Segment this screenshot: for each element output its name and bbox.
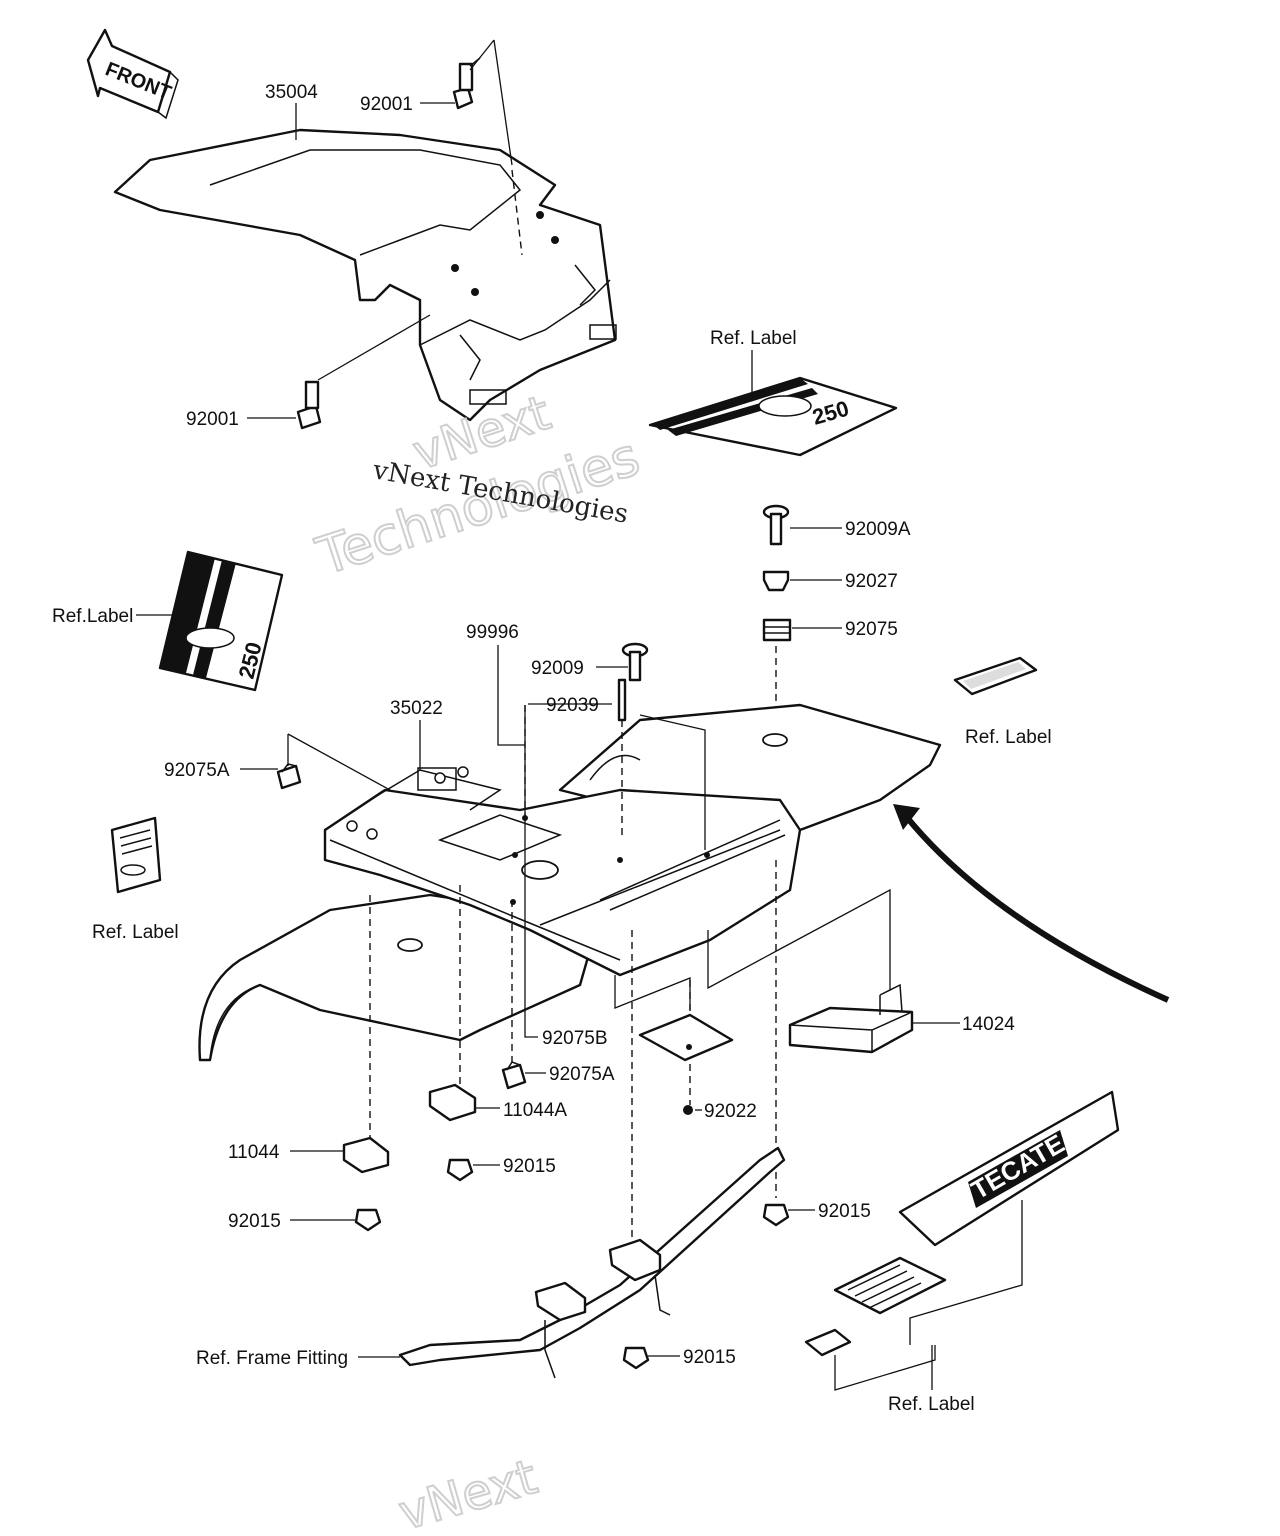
bracket-11044-icon <box>342 1136 390 1174</box>
label-92039: 92039 <box>546 695 599 716</box>
label-92022: 92022 <box>704 1101 757 1122</box>
label-92075B: 92075B <box>542 1028 608 1049</box>
label-92001-left: 92001 <box>186 409 239 430</box>
label-35004: 35004 <box>265 82 318 103</box>
decal-250-left-icon: 250 <box>158 550 284 692</box>
label-92015-a: 92015 <box>503 1156 556 1177</box>
bolt-92009A-icon <box>762 504 790 546</box>
label-ref-label-bottom: Ref. Label <box>888 1394 975 1415</box>
label-92015-b: 92015 <box>228 1211 281 1232</box>
nut-92015-d-icon <box>622 1346 650 1370</box>
bolt-92009-icon <box>621 642 649 682</box>
box-14024 <box>788 983 914 1054</box>
collar-92027-icon <box>762 570 790 592</box>
grommet-92075-icon <box>762 618 792 642</box>
nut-92015-b-icon <box>354 1208 382 1232</box>
nut-92015-a-icon <box>446 1158 474 1182</box>
watermark-bottom: vNext <box>393 1449 543 1536</box>
decal-250-top-icon: 250 <box>648 376 898 457</box>
curved-arrow-icon <box>893 804 1170 1003</box>
label-ref-label-left-decal: Ref.Label <box>52 606 133 627</box>
label-92075: 92075 <box>845 619 898 640</box>
label-11044: 11044 <box>228 1142 280 1163</box>
bolt-92001-top-icon <box>452 57 481 110</box>
label-92075A-bottom: 92075A <box>549 1064 615 1085</box>
label-92075A-top: 92075A <box>164 760 230 781</box>
plate-92022-icon <box>638 1013 734 1062</box>
clip-nut-92075A-top-icon <box>276 763 302 790</box>
pin-92039-icon <box>617 678 627 722</box>
label-35022: 35022 <box>390 698 443 719</box>
label-ref-label-left: Ref. Label <box>92 922 179 943</box>
label-14024: 14024 <box>962 1014 1015 1035</box>
label-92015-d: 92015 <box>683 1347 736 1368</box>
label-99996: 99996 <box>466 622 519 643</box>
decal-tecate-icon: TECATE <box>898 1090 1120 1247</box>
front-arrow-icon: FRONT <box>86 28 179 120</box>
rear-fender-35022 <box>198 703 942 1062</box>
label-92015-c: 92015 <box>818 1201 871 1222</box>
ref-label-right-icon <box>953 656 1038 696</box>
nut-92015-c-icon <box>762 1203 790 1227</box>
label-92001-top: 92001 <box>360 94 413 115</box>
frame-fitting-icon <box>398 1146 786 1379</box>
ref-label-info-card-icon <box>833 1256 947 1315</box>
label-ref-frame-fitting: Ref. Frame Fitting <box>196 1348 348 1369</box>
front-fender-35004 <box>113 128 617 422</box>
clip-nut-92075A-bottom-icon <box>501 1061 527 1090</box>
label-92027: 92027 <box>845 571 898 592</box>
label-ref-label-right: Ref. Label <box>965 727 1052 748</box>
ref-label-small-tag-icon <box>804 1328 852 1357</box>
label-ref-label-top-right: Ref. Label <box>710 328 797 349</box>
label-11044A: 11044A <box>503 1100 567 1121</box>
label-92009A: 92009A <box>845 519 911 540</box>
label-92009: 92009 <box>531 658 584 679</box>
bracket-11044A-icon <box>428 1083 477 1122</box>
ref-label-left-icon <box>110 816 162 894</box>
bolt-92001-left-icon <box>296 380 322 430</box>
